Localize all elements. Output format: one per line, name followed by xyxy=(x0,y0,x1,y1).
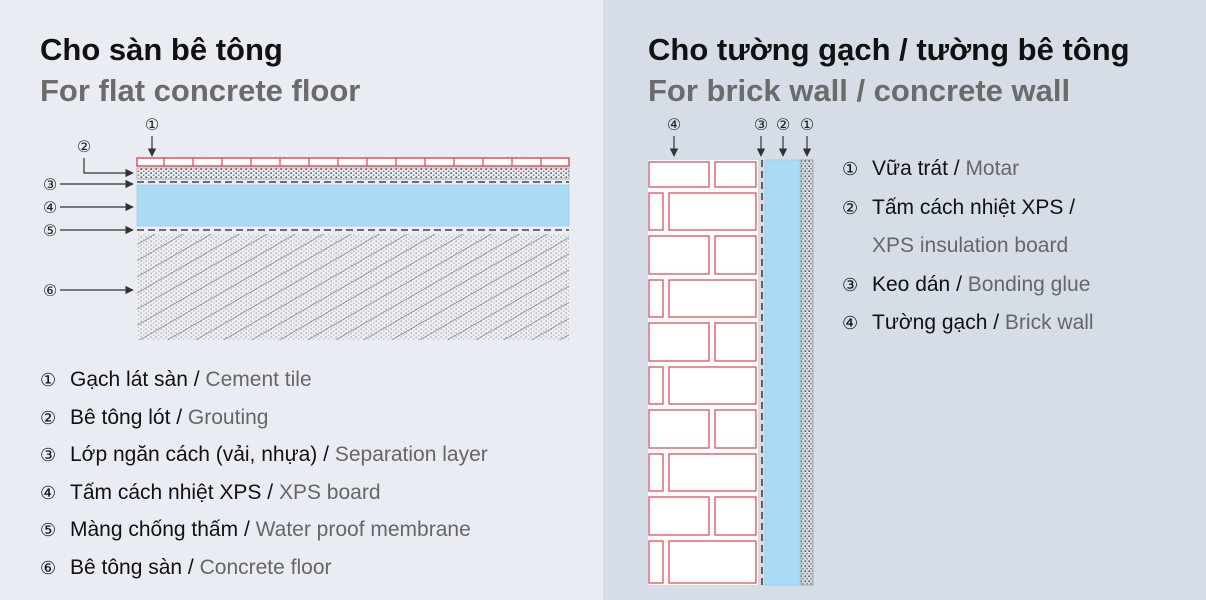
legend-sep: / xyxy=(947,157,966,180)
callout-number: ⑥ xyxy=(43,281,57,300)
legend-en: XPS board xyxy=(278,480,381,504)
callout-number: ① xyxy=(800,115,814,134)
legend-vi: Màng chống thấm xyxy=(70,518,239,542)
legend-sep: / xyxy=(1063,195,1076,219)
legend-sep: / xyxy=(238,518,256,542)
floor-section xyxy=(136,157,570,340)
floor-legend: ① Gạch lát sàn / Cement tile ② Bê tông lót… xyxy=(40,365,488,591)
cement-tile-layer xyxy=(136,157,570,167)
callout-number: ③ xyxy=(43,175,57,194)
legend-item: ① Vữa trát / Motar xyxy=(842,154,1094,193)
legend-number: ⑥ xyxy=(40,557,57,579)
legend-number: ② xyxy=(40,407,57,429)
legend-vi: Tấm cách nhiệt XPS xyxy=(872,195,1064,219)
legend-item: ④ Tường gạch / Brick wall xyxy=(842,308,1094,347)
xps-insulation-layer xyxy=(764,159,801,586)
legend-vi: Keo dán xyxy=(872,272,951,296)
legend-vi: Tấm cách nhiệt XPS xyxy=(70,480,262,504)
legend-en: Bonding glue xyxy=(967,272,1091,296)
legend-sep: / xyxy=(987,311,1005,334)
legend-vi: Gạch lát sàn xyxy=(70,368,188,391)
floor-subtitle: For flat concrete floor xyxy=(40,73,361,108)
legend-item: ② Tấm cách nhiệt XPS / xyxy=(842,193,1094,232)
legend-en: XPS insulation board xyxy=(872,234,1069,257)
legend-item: XPS insulation board xyxy=(842,231,1094,270)
legend-item: ① Gạch lát sàn / Cement tile xyxy=(40,365,488,403)
brick-wall-layer xyxy=(648,160,758,585)
legend-number: ③ xyxy=(40,445,57,467)
legend-en: Motar xyxy=(965,157,1020,180)
legend-number: ④ xyxy=(40,482,57,504)
callout-number: ③ xyxy=(754,115,768,134)
legend-vi: Bê tông sàn xyxy=(70,555,183,579)
legend-item: ④ Tấm cách nhiệt XPS / XPS board xyxy=(40,478,488,516)
legend-sep: / xyxy=(317,443,335,467)
legend-en: Concrete floor xyxy=(199,555,332,579)
legend-sep: / xyxy=(182,555,200,579)
legend-number: ② xyxy=(842,197,859,219)
legend-item: ③ Lớp ngăn cách (vải, nhựa) / Separation … xyxy=(40,440,488,478)
legend-vi: Vữa trát xyxy=(872,157,948,180)
legend-en: Water proof membrane xyxy=(255,518,471,542)
legend-number: ④ xyxy=(842,313,859,334)
legend-sep: / xyxy=(950,272,968,296)
legend-item: ② Bê tông lót / Grouting xyxy=(40,403,488,441)
callout-number: ② xyxy=(776,115,790,134)
callout-number: ② xyxy=(77,137,91,156)
legend-number: ③ xyxy=(842,274,859,296)
legend-vi: Lớp ngăn cách (vải, nhựa) xyxy=(70,443,318,467)
legend-sep: / xyxy=(187,368,206,391)
legend-en: Separation layer xyxy=(334,443,488,467)
legend-number: ① xyxy=(40,370,57,391)
xps-board-layer xyxy=(136,184,570,227)
callout-number: ⑤ xyxy=(43,221,57,240)
legend-number: ⑤ xyxy=(40,520,57,542)
wall-subtitle: For brick wall / concrete wall xyxy=(648,73,1071,108)
legend-sep: / xyxy=(170,405,188,429)
legend-en: Brick wall xyxy=(1004,311,1094,334)
legend-item: ③ Keo dán / Bonding glue xyxy=(842,270,1094,309)
callout-number: ④ xyxy=(43,198,57,217)
concrete-floor-layer xyxy=(137,234,569,340)
legend-en: Grouting xyxy=(187,405,269,429)
plaster-layer xyxy=(800,159,814,586)
floor-title: Cho sàn bê tông xyxy=(40,32,283,67)
legend-number: ① xyxy=(842,159,859,180)
callout-number: ④ xyxy=(667,115,681,134)
legend-en: Cement tile xyxy=(205,368,312,391)
floor-callouts: ① ② ③ ④ ⑤ ⑥ xyxy=(43,115,159,300)
legend-item: ⑥ Bê tông sàn / Concrete floor xyxy=(40,553,488,591)
legend-sep: / xyxy=(261,480,279,504)
wall-title: Cho tường gạch / tường bê tông xyxy=(648,32,1130,67)
grouting-layer xyxy=(136,167,570,180)
legend-item: ⑤ Màng chống thấm / Water proof membrane xyxy=(40,515,488,553)
legend-vi: Bê tông lót xyxy=(70,405,171,429)
wall-callouts: ④ ③ ② ① xyxy=(667,115,814,157)
callout-number: ① xyxy=(145,115,159,134)
legend-vi: Tường gạch xyxy=(872,311,988,334)
wall-section xyxy=(648,159,814,586)
